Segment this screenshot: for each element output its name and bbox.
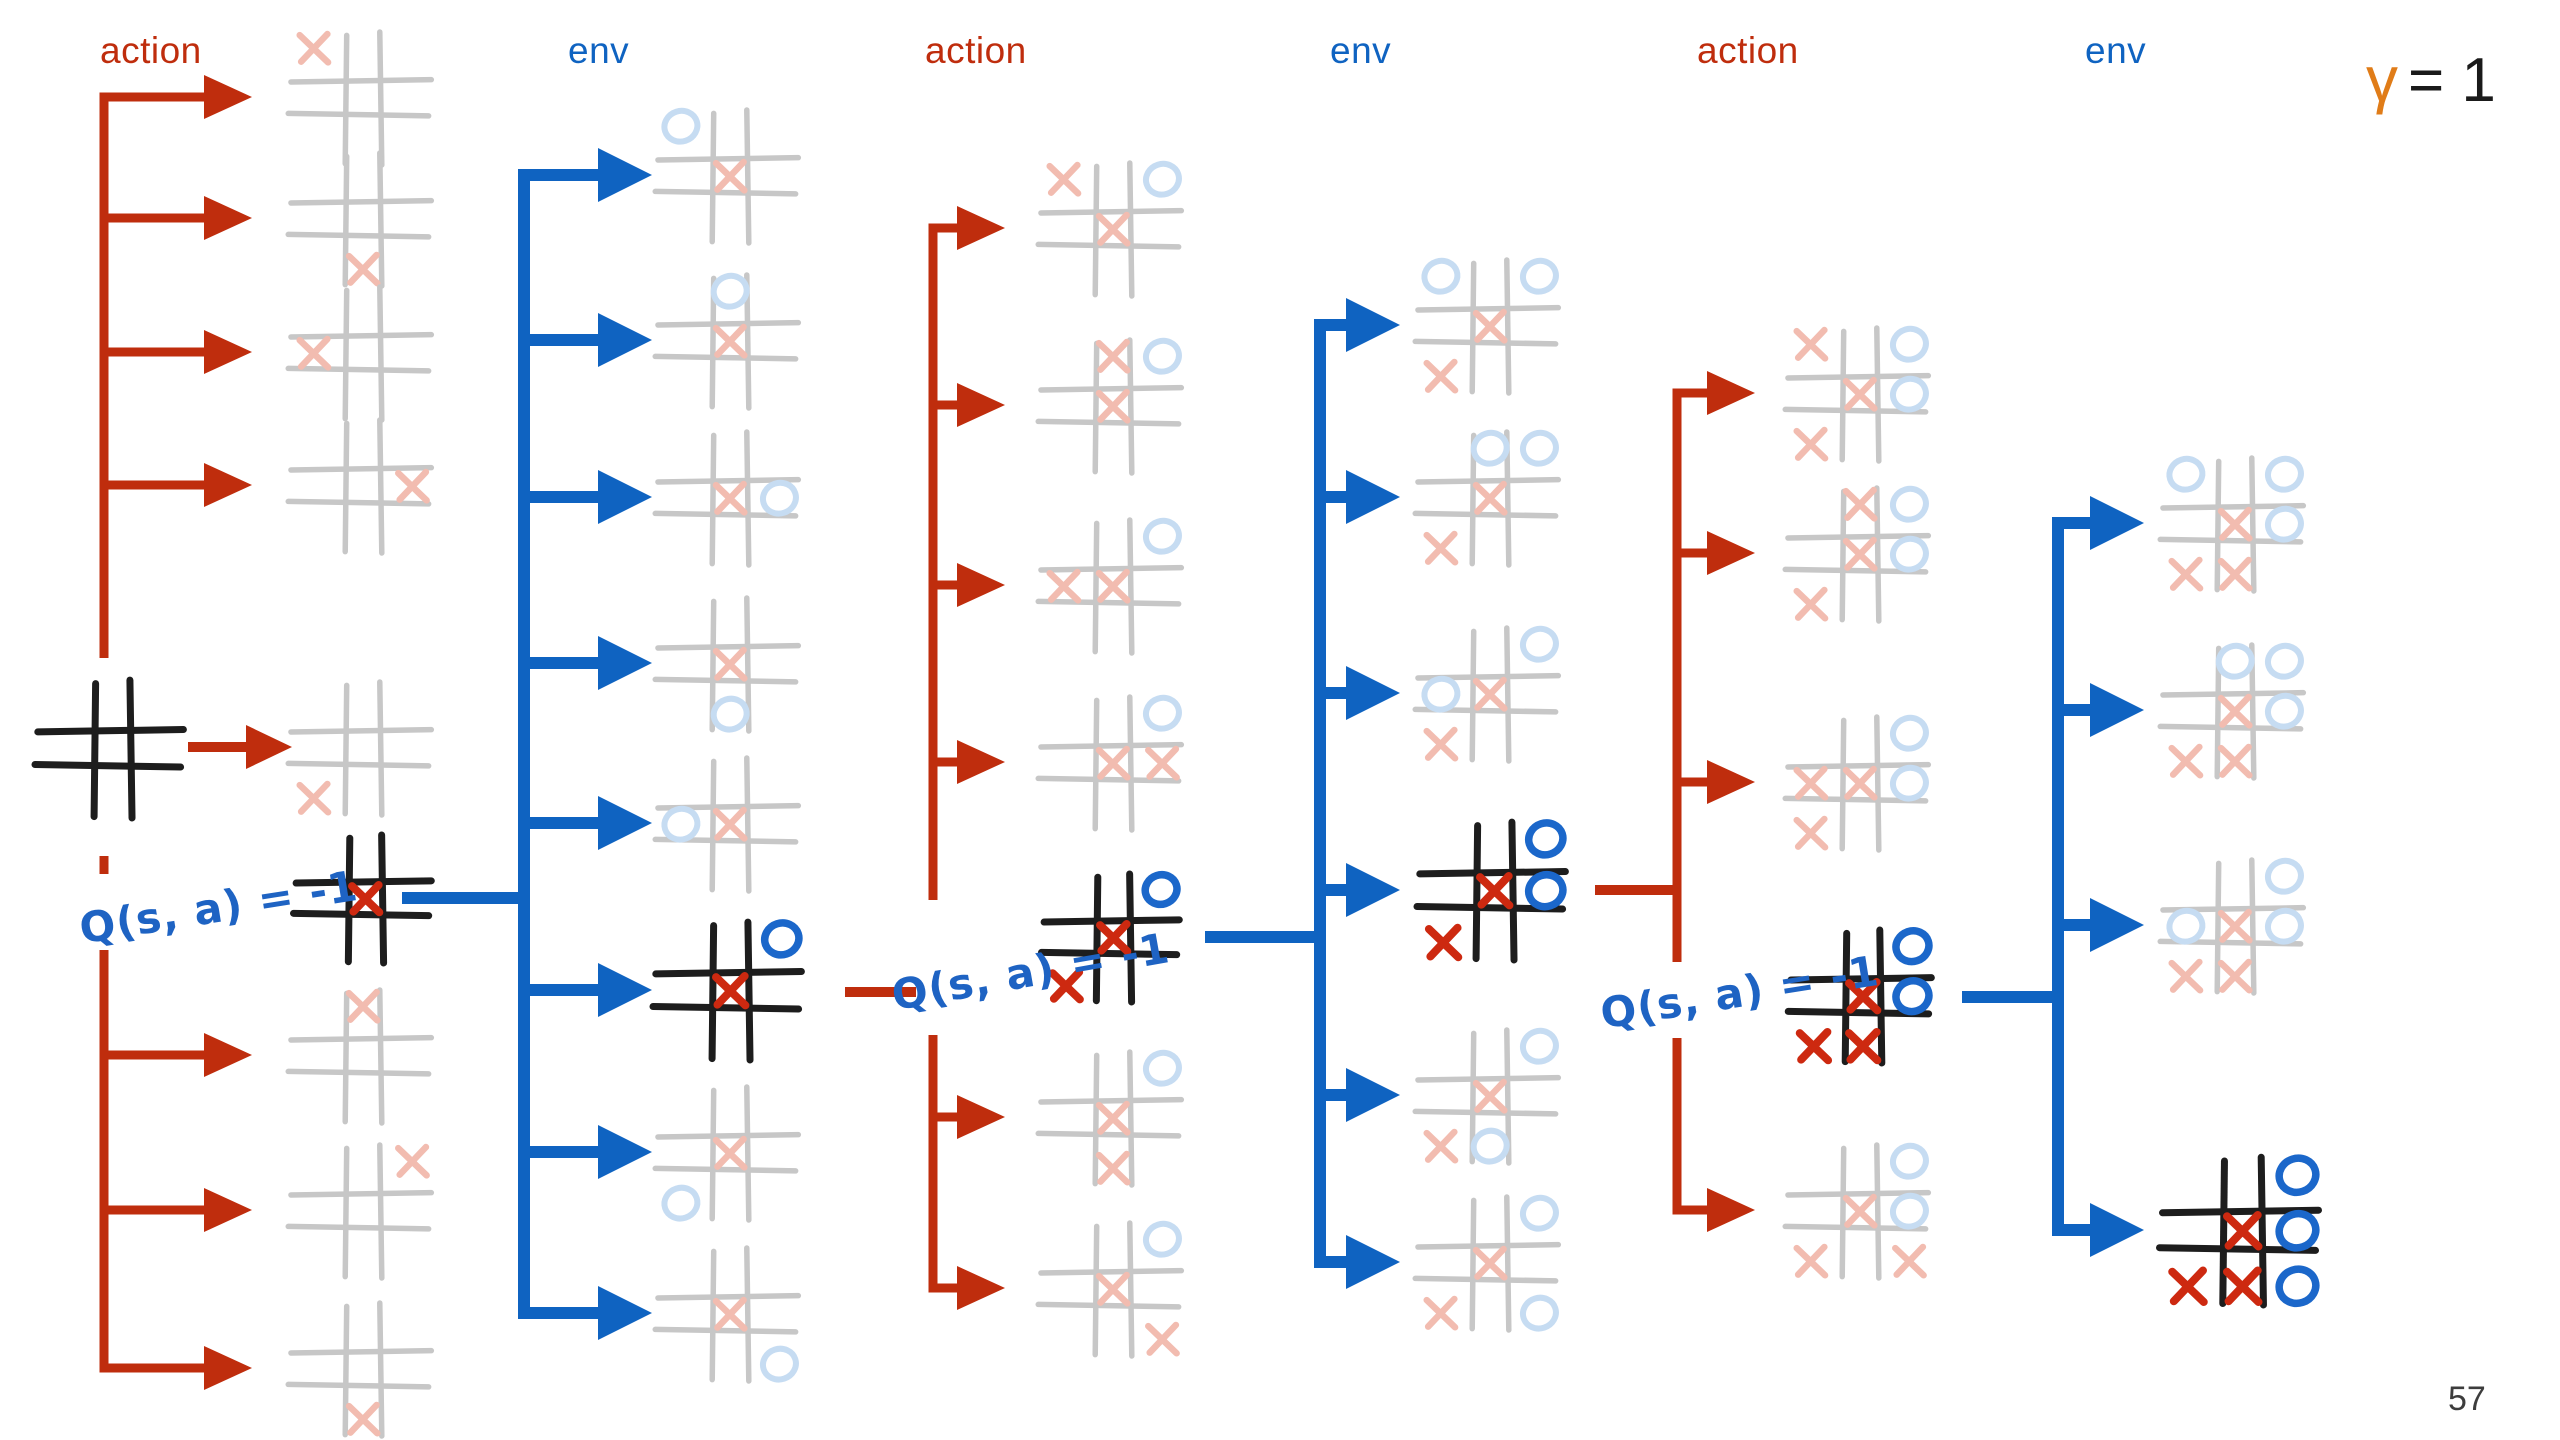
board-e1-bm: [652, 595, 802, 734]
action-bracket-2: [928, 206, 1005, 1310]
column-header-action-2: action: [925, 30, 1027, 71]
board-e2-tl: [1412, 257, 1562, 396]
action-bracket-3: [1672, 371, 1755, 1232]
board-a1-bm2: [285, 1300, 435, 1439]
board-e1-ml: [652, 755, 802, 894]
board-root: [31, 676, 187, 822]
board-e3-tm: [2157, 642, 2307, 781]
board-a3-ml: [1782, 714, 1932, 853]
board-a1-tr: [285, 1142, 435, 1281]
board-a1-tm: [285, 987, 435, 1126]
board-a1-bm: [285, 150, 435, 289]
board-e1-tm: [652, 272, 802, 411]
root-action-arrow: [188, 725, 292, 769]
board-a2-tl: [1035, 160, 1185, 299]
column-header-action-1: action: [100, 30, 202, 71]
board-a1-tl: [285, 29, 435, 168]
page-number: 57: [2448, 1380, 2486, 1418]
board-a1-c-chosen: [290, 831, 435, 967]
board-a2-bl-chosen: [1038, 870, 1183, 1006]
gamma-value: = 1: [2408, 46, 2496, 115]
board-a1-ml: [285, 284, 435, 423]
board-a3-tm: [1782, 485, 1932, 624]
column-header-action-3: action: [1697, 30, 1799, 71]
board-e3-tl: [2157, 455, 2307, 594]
column-header-env-3: env: [2085, 30, 2147, 71]
board-a3-br: [1782, 1142, 1932, 1281]
board-a2-tm: [1035, 337, 1185, 476]
board-e2-br: [1412, 1194, 1562, 1333]
action-bracket-1: [99, 75, 252, 1390]
column-header-env-1: env: [568, 30, 630, 71]
board-e3-final: [2156, 1153, 2322, 1309]
gamma-symbol: γ: [2366, 43, 2398, 115]
board-a2-br: [1035, 1220, 1185, 1359]
board-a2-ml: [1035, 517, 1185, 656]
discount-factor-label: γ= 1: [2366, 42, 2496, 116]
board-a2-mr: [1035, 694, 1185, 833]
board-e1-br: [652, 1245, 802, 1384]
board-e2-ml: [1412, 625, 1562, 764]
env-bracket-2: [1314, 298, 1400, 1289]
board-e1-mr: [652, 429, 802, 568]
env-bracket-3: [2052, 496, 2144, 1257]
column-header-env-2: env: [1330, 30, 1392, 71]
board-a3-bm-chosen: [1784, 926, 1935, 1067]
board-a1-bl: [285, 679, 435, 818]
env-bracket-1: [518, 148, 652, 1340]
board-e1-bl: [652, 1084, 802, 1223]
board-e2-bm: [1412, 1027, 1562, 1166]
board-e2-mr-chosen: [1413, 818, 1569, 964]
board-a1-mr: [285, 417, 435, 556]
board-a3-tl: [1782, 325, 1932, 464]
board-e2-tm: [1412, 429, 1562, 568]
board-e3-ml: [2157, 857, 2307, 996]
board-a2-bm: [1035, 1049, 1185, 1188]
board-e1-tr-chosen: [649, 918, 805, 1064]
board-e1-tl: [652, 107, 802, 246]
